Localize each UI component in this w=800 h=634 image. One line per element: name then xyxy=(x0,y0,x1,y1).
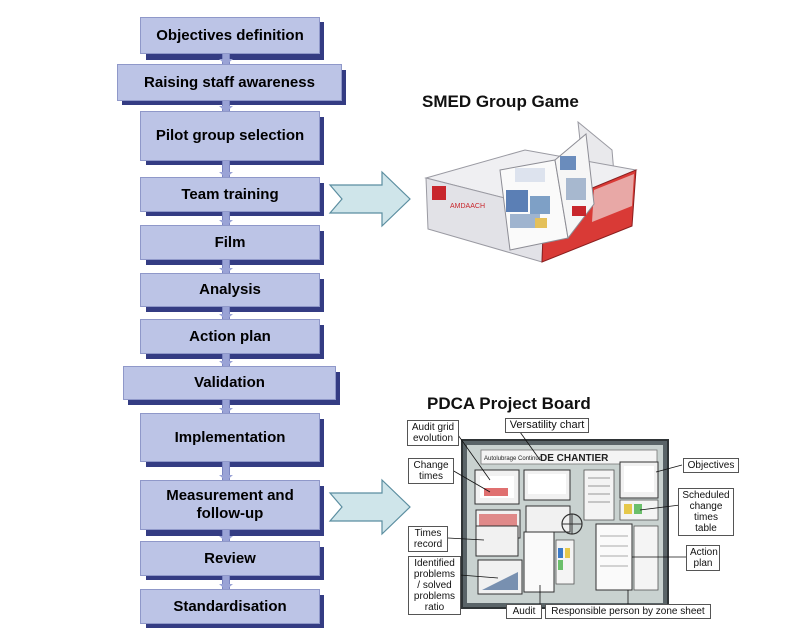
step-objectives-definition: Objectives definition xyxy=(140,17,320,54)
callout-objectives: Objectives xyxy=(683,458,739,473)
arrow-to-game xyxy=(328,170,411,228)
callout-scheduled-change-times: Scheduled change times table xyxy=(678,488,734,536)
step-standardisation: Standardisation xyxy=(140,589,320,624)
game-title: SMED Group Game xyxy=(422,92,579,111)
board-title: PDCA Project Board xyxy=(427,394,591,413)
callout-times-record: Times record xyxy=(408,526,448,552)
callout-audit-grid: Audit grid evolution xyxy=(407,420,459,446)
arrow-to-board xyxy=(328,478,411,536)
callout-action-plan: Action plan xyxy=(686,545,720,571)
step-measurement-follow-up: Measurement and follow-up xyxy=(140,480,320,530)
step-implementation: Implementation xyxy=(140,413,320,462)
step-action-plan: Action plan xyxy=(140,319,320,354)
step-validation: Validation xyxy=(123,366,336,400)
box-brand-text: AMDAACH xyxy=(450,203,485,210)
callout-change-times: Change times xyxy=(408,458,454,484)
callout-identified-problems: Identified problems / solved problems ra… xyxy=(408,556,461,615)
step-analysis: Analysis xyxy=(140,273,320,307)
board-header-text: DE CHANTIER xyxy=(540,453,609,464)
callout-audit: Audit xyxy=(506,604,542,619)
step-team-training: Team training xyxy=(140,177,320,212)
callout-versatility-chart: Versatility chart xyxy=(505,418,589,433)
step-review: Review xyxy=(140,541,320,576)
callout-responsible-person: Responsible person by zone sheet xyxy=(545,604,711,619)
board-header-small: Autolubrage Continuo xyxy=(484,456,543,462)
step-raising-staff-awareness: Raising staff awareness xyxy=(117,64,342,101)
step-pilot-group-selection: Pilot group selection xyxy=(140,111,320,161)
step-film: Film xyxy=(140,225,320,260)
